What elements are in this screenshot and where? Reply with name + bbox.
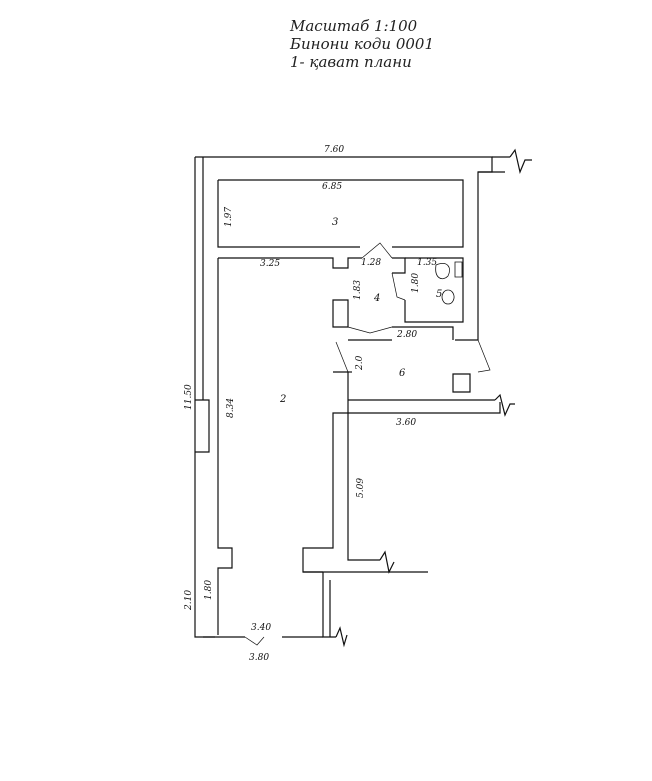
dim-room3-width: 1.97 [224, 207, 234, 227]
dim-entrance-left-inner: 1.80 [204, 580, 214, 600]
room-4-5-walls [392, 257, 464, 340]
room-2-walls [217, 257, 362, 635]
room-3-label: 3 [332, 217, 338, 228]
room-5-label: 5 [436, 289, 442, 300]
room-6-walls [348, 339, 515, 417]
dim-room2-top: 3.25 [260, 259, 280, 269]
dim-room2-height: 8.34 [226, 398, 236, 418]
dim-room4-top: 1.28 [361, 258, 381, 268]
dim-room5-top: 1.35 [417, 258, 437, 268]
dim-corridor-width: 2.0 [355, 355, 365, 371]
dim-entrance-left-outer: 2.10 [184, 590, 194, 611]
room-2-label: 2 [279, 394, 286, 405]
dim-corridor-height: 5.09 [356, 478, 366, 498]
scale-label: Масштаб 1:100 [289, 17, 418, 35]
dim-room5-height: 1.80 [411, 273, 421, 293]
floor-label: 1- қават плани [290, 53, 412, 71]
dim-room6-bottom: 3.60 [396, 418, 416, 428]
building-code-label: Бинони коди 0001 [289, 35, 434, 53]
outer-walls [194, 148, 532, 638]
dim-room6-top: 2.80 [396, 330, 417, 340]
door-swings [244, 242, 491, 646]
corridor-walls [203, 413, 428, 648]
dim-top-overall: 7.60 [324, 145, 344, 155]
dim-entrance-outer-width: 3.80 [249, 653, 269, 663]
dim-left-overall: 11.50 [184, 384, 194, 410]
room-3-walls [217, 179, 464, 248]
dim-room3-length: 6.85 [322, 182, 342, 192]
room-6-label: 6 [399, 368, 406, 379]
room-4-label: 4 [373, 293, 380, 304]
dim-entrance-inner-width: 3.40 [251, 623, 271, 633]
dim-room4-height: 1.83 [353, 280, 363, 300]
